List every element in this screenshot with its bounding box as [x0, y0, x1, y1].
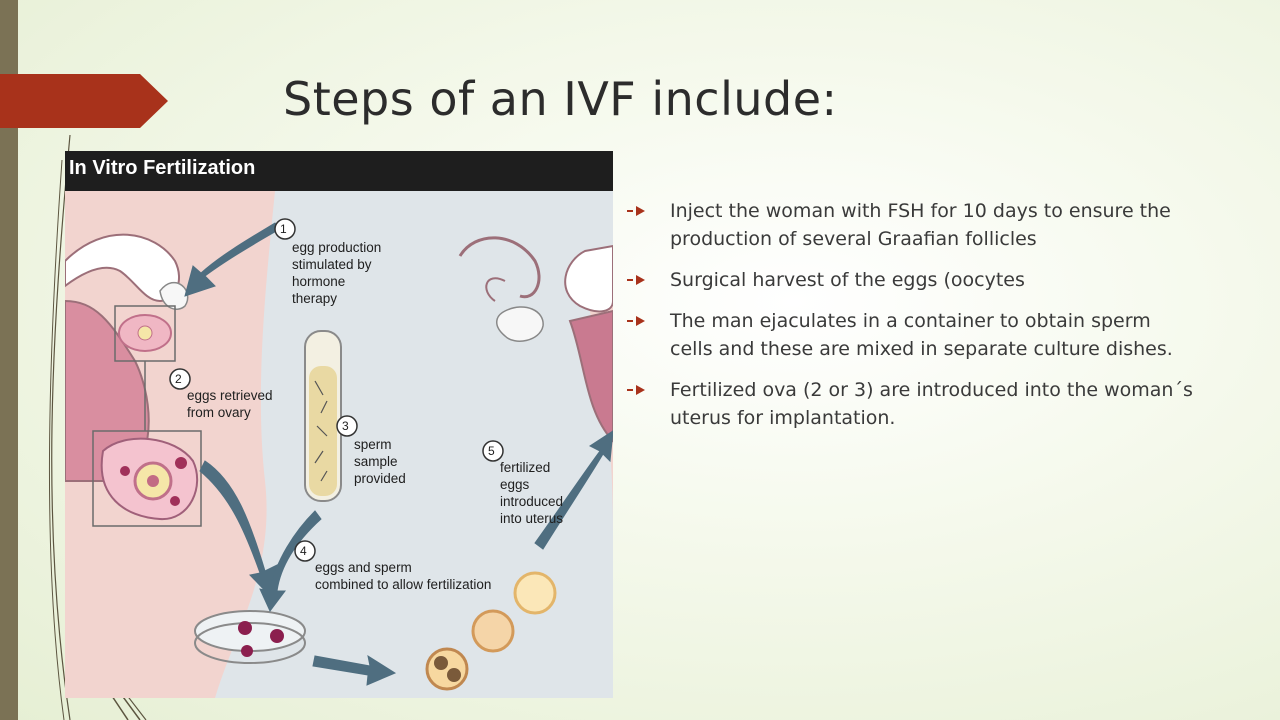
bullet-text: Fertilized ova (2 or 3) are introduced i…	[670, 379, 1193, 429]
step-3-label: sperm sample provided	[354, 437, 406, 486]
step-5-label: fertilized eggs introduced into uterus	[500, 460, 564, 526]
bullet-text: Surgical harvest of the eggs (oocytes	[670, 269, 1025, 291]
step-4-label: eggs and sperm combined to allow fertili…	[315, 560, 492, 592]
slide-title: Steps of an IVF include:	[283, 72, 838, 126]
arrow-bullet-icon	[627, 385, 645, 395]
step-2-label: eggs retrieved from ovary	[187, 388, 273, 420]
step-3-number: 3	[342, 419, 349, 433]
step-2-number: 2	[175, 372, 182, 386]
list-item: Inject the woman with FSH for 10 days to…	[627, 197, 1196, 253]
left-accent-bar	[0, 0, 18, 720]
arrow-bullet-icon	[627, 206, 645, 216]
arrow-bullet-icon	[627, 275, 645, 285]
step-1-number: 1	[280, 222, 287, 236]
steps-list: Inject the woman with FSH for 10 days to…	[627, 197, 1196, 445]
step-4-number: 4	[300, 544, 307, 558]
bullet-text: Inject the woman with FSH for 10 days to…	[670, 200, 1171, 250]
step-1-label: egg production stimulated by hormone the…	[292, 240, 382, 306]
bullet-text: The man ejaculates in a container to obt…	[670, 310, 1173, 360]
step-5-number: 5	[488, 444, 495, 458]
decorative-lines	[48, 134, 147, 720]
list-item: Surgical harvest of the eggs (oocytes	[627, 266, 1196, 294]
diagram-title: In Vitro Fertilization	[69, 157, 256, 179]
arrow-bullet-icon	[627, 316, 645, 326]
diagram-header: In Vitro Fertilization	[65, 151, 613, 191]
ivf-illustration	[65, 191, 613, 698]
list-item: Fertilized ova (2 or 3) are introduced i…	[627, 376, 1196, 432]
ivf-diagram: In Vitro Fertilization 1 egg production …	[65, 151, 613, 698]
list-item: The man ejaculates in a container to obt…	[627, 307, 1196, 363]
title-accent-tab	[0, 74, 168, 128]
